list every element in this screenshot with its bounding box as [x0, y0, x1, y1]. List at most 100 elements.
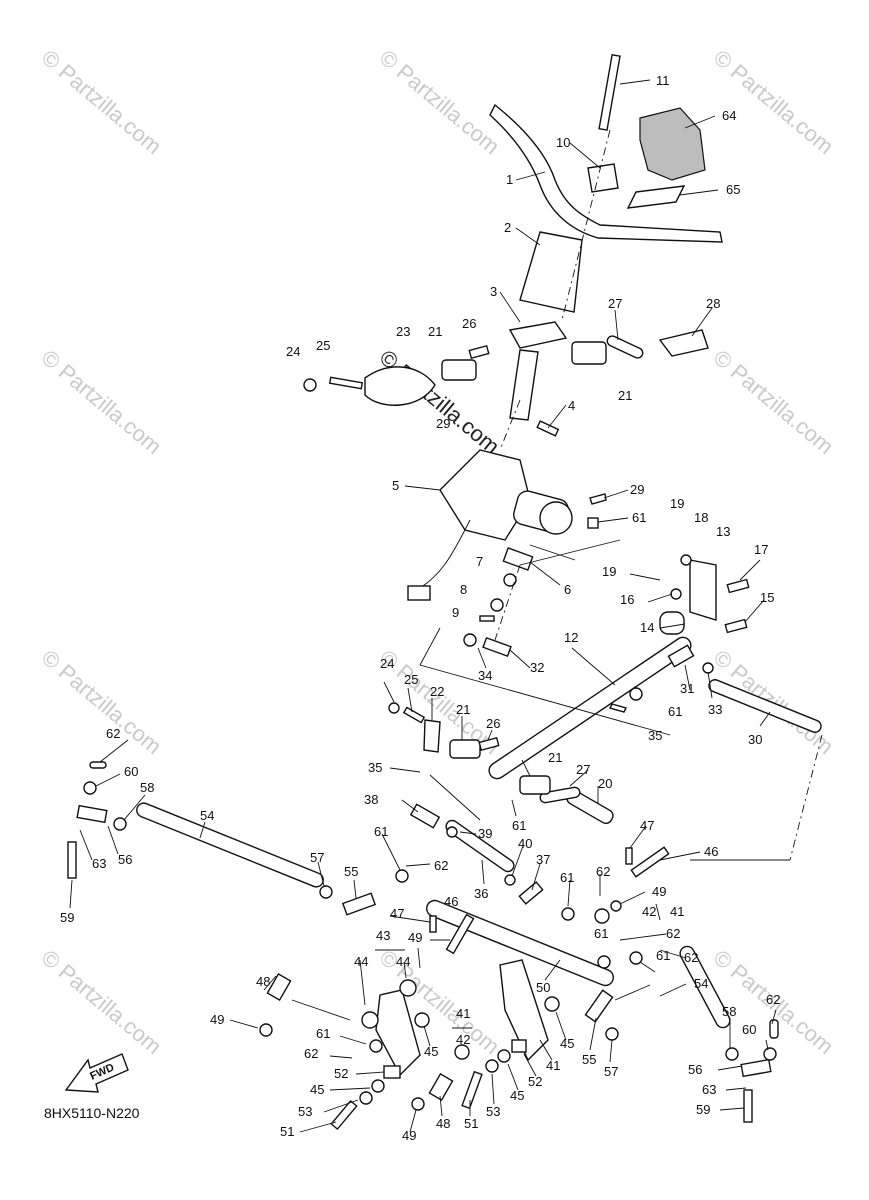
rod-36 [445, 819, 515, 873]
callout-20: 20 [598, 776, 612, 791]
washer-49-b [411, 1097, 425, 1111]
nut-60 [83, 781, 97, 795]
callout-62b: 62 [434, 858, 448, 873]
callout-62e: 62 [684, 950, 698, 965]
callout-61h: 61 [316, 1026, 330, 1041]
relay-rod-12 [488, 636, 692, 780]
callout-49b: 49 [408, 930, 422, 945]
label-65 [626, 185, 686, 209]
callout-49c: 49 [652, 884, 666, 899]
clamp-21 [441, 359, 477, 381]
column-cover-2 [519, 231, 583, 313]
watermark: © Partzilla.com [375, 45, 505, 159]
callout-26: 26 [462, 316, 476, 331]
callout-49: 49 [210, 1012, 224, 1027]
nut-24 [303, 378, 317, 392]
watermark: © Partzilla.com [709, 45, 839, 159]
callout-29b: 29 [630, 482, 644, 497]
callout-30: 30 [748, 732, 762, 747]
nut-58 [113, 817, 127, 831]
callout-54: 54 [200, 808, 214, 823]
callout-33: 33 [708, 702, 722, 717]
washer-49-c [610, 900, 622, 912]
callout-42b: 42 [456, 1032, 470, 1047]
lower-linkage [259, 846, 670, 1131]
bracket-line [519, 539, 621, 566]
bolt-51-b [461, 1070, 483, 1110]
pin-26-b [478, 736, 500, 752]
callout-48: 48 [256, 974, 270, 989]
nut-16 [670, 588, 682, 600]
callout-62: 62 [106, 726, 120, 741]
bracket-line [291, 999, 351, 1021]
bolt-25 [328, 376, 364, 390]
rod-end-56 [76, 804, 108, 824]
handlebar-assembly [303, 54, 723, 437]
watermark: © Partzilla.com [709, 645, 839, 759]
bracket-line [419, 627, 671, 736]
callout-25b: 25 [404, 672, 418, 687]
plate-27-b [539, 786, 581, 804]
callout-46: 46 [444, 894, 458, 909]
callout-54b: 54 [694, 976, 708, 991]
pin-26 [468, 344, 490, 360]
callout-61c: 61 [512, 818, 526, 833]
fwd-arrow-icon [64, 1053, 129, 1093]
callout-38: 38 [364, 792, 378, 807]
callout-8: 8 [460, 582, 467, 597]
fwd-arrow: FWD [64, 1053, 129, 1093]
callout-21c: 21 [456, 702, 470, 717]
spacer-14 [659, 611, 685, 635]
callout-53b: 53 [486, 1104, 500, 1119]
callout-56b: 56 [688, 1062, 702, 1077]
callout-42: 42 [642, 904, 656, 919]
washer-53-b [485, 1059, 499, 1073]
handlebar [489, 103, 723, 243]
callout-60: 60 [124, 764, 138, 779]
callout-58b: 58 [722, 1004, 736, 1019]
callout-45b: 45 [310, 1082, 324, 1097]
bushing-23 [364, 366, 436, 406]
sleeve-48 [266, 973, 292, 1001]
callout-60b: 60 [742, 1022, 756, 1037]
callout-56: 56 [118, 852, 132, 867]
right-tie-rod [679, 945, 779, 1123]
arm-right [499, 959, 549, 1062]
ball-joint-37 [518, 881, 544, 905]
callout-27: 27 [608, 296, 622, 311]
ball-joint-55-b [584, 989, 614, 1023]
bolt-25-b [402, 706, 426, 724]
nut-61-g [369, 1039, 383, 1053]
nut-39 [446, 826, 458, 838]
callout-43: 43 [376, 928, 390, 943]
callout-29: 29 [436, 416, 450, 431]
bolt-59 [67, 841, 77, 879]
callout-63b: 63 [702, 1082, 716, 1097]
nut-60-b [763, 1047, 777, 1061]
ball-joint-55 [341, 892, 377, 916]
callout-1: 1 [506, 172, 513, 187]
callout-61d: 61 [374, 824, 388, 839]
callout-41: 41 [670, 904, 684, 919]
center-bar-50 [425, 899, 615, 987]
eps-harness [419, 519, 471, 589]
bushing-42 [454, 1044, 470, 1060]
callout-34: 34 [478, 668, 492, 683]
bolt-17 [726, 578, 750, 594]
callout-52b: 52 [528, 1074, 542, 1089]
callout-45: 45 [424, 1044, 438, 1059]
bracket-line [655, 903, 661, 921]
callout-49d: 49 [402, 1128, 416, 1143]
watermark: © Partzilla.com [37, 645, 167, 759]
callout-35b: 35 [368, 760, 382, 775]
callout-59: 59 [60, 910, 74, 925]
clamp-21-right [571, 341, 607, 365]
callout-65: 65 [726, 182, 740, 197]
bolt-15 [724, 618, 748, 634]
bracket-line [614, 984, 651, 1001]
callout-12: 12 [564, 630, 578, 645]
nut-24-b [388, 702, 400, 714]
callout-18: 18 [694, 510, 708, 525]
callout-57: 57 [310, 850, 324, 865]
bracket-line [429, 774, 481, 821]
